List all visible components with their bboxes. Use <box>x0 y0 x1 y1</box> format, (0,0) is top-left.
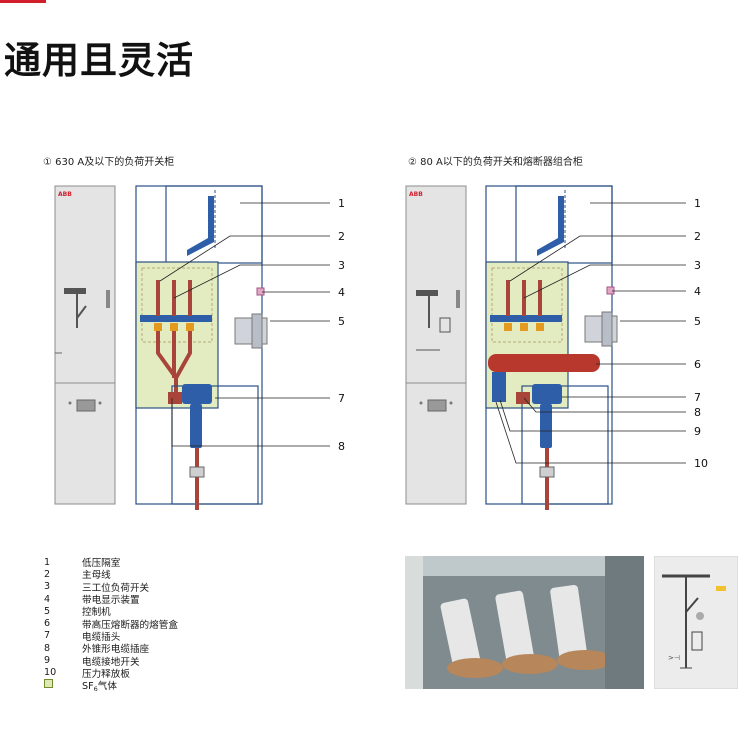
switch-unit-photo <box>405 556 644 689</box>
side-view-cabinet <box>485 185 618 510</box>
callout-5: 5 <box>694 315 701 328</box>
abb-logo: ABB <box>409 191 423 198</box>
gas-fill-swatch <box>44 679 53 689</box>
callout-3: 3 <box>338 259 345 272</box>
callout-6: 6 <box>694 358 701 371</box>
callout-4: 4 <box>338 286 345 299</box>
callout-4: 4 <box>694 285 701 298</box>
callout-1: 1 <box>338 197 345 210</box>
callout-1: 1 <box>694 197 701 210</box>
mimic-panel-photo: >⊣ <box>654 556 738 689</box>
front-view-cabinet: ABB <box>54 185 116 505</box>
callout-2: 2 <box>338 230 345 243</box>
diagram-2-caption: ② 80 A以下的负荷开关和熔断器组合柜 <box>408 157 583 168</box>
abb-logo: ABB <box>58 191 72 198</box>
callout-7: 7 <box>694 391 701 404</box>
callout-8: 8 <box>338 440 345 453</box>
front-view-cabinet: ABB <box>405 185 467 505</box>
callout-7: 7 <box>338 392 345 405</box>
callout-2: 2 <box>694 230 701 243</box>
diagram-1-switchgear: ABB <box>54 185 345 510</box>
side-view-cabinet <box>135 185 268 510</box>
diagram-1-caption: ① 630 A及以下的负荷开关柜 <box>43 157 175 168</box>
header-accent-bar <box>0 0 46 3</box>
callout-9: 9 <box>694 425 701 438</box>
callout-5: 5 <box>338 315 345 328</box>
callout-3: 3 <box>694 259 701 272</box>
legend-item-sf6: SF6气体 <box>44 679 304 693</box>
callout-8: 8 <box>694 406 701 419</box>
callout-10: 10 <box>694 457 708 470</box>
diagram-2-switchgear: ABB <box>405 185 708 510</box>
svg-text:>⊣: >⊣ <box>668 654 680 662</box>
page-title: 通用且灵活 <box>4 39 194 82</box>
